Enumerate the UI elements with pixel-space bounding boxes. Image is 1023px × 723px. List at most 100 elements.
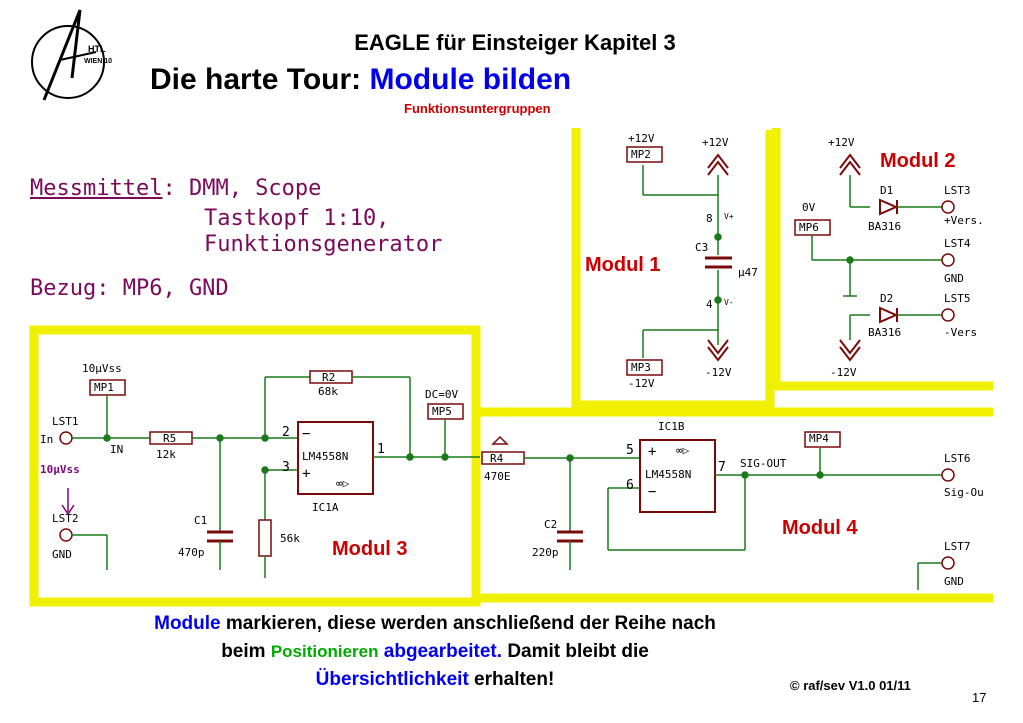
module3-label: Modul 3 xyxy=(332,538,408,560)
footer-line3: Übersichtlichkeit erhalten! xyxy=(40,666,830,694)
subtitle-note: Funktionsuntergruppen xyxy=(404,101,551,116)
lst7-label: LST7 xyxy=(944,540,971,553)
sig-out-label: SIG-OUT xyxy=(740,457,787,470)
ic1a-name: LM4558N xyxy=(302,450,349,463)
pin4-label: 4 xyxy=(706,298,713,311)
footer-note: Module markieren, diese werden anschließ… xyxy=(40,610,830,694)
footer-l2-black-b: Damit bleibt die xyxy=(502,641,649,662)
source-amplitude: 10µVss xyxy=(40,463,80,476)
mp3-voltage: -12V xyxy=(628,377,655,390)
c2-value: 220p xyxy=(532,546,559,559)
subtitle-blue: Module bilden xyxy=(369,63,572,96)
footer-l2-green: Positionieren xyxy=(270,642,379,661)
d2-value: BA316 xyxy=(868,326,902,339)
d1-label: D1 xyxy=(880,184,894,197)
lst3-name: +Vers. xyxy=(944,214,984,227)
lst2-label: LST2 xyxy=(52,512,79,525)
module2-circuit xyxy=(794,153,955,362)
copyright: © raf/sev V1.0 01/11 xyxy=(790,678,911,693)
page-title: EAGLE für Einsteiger Kapitel 3 xyxy=(354,30,676,55)
pin2-label: 2 xyxy=(282,425,290,440)
page-number: 17 xyxy=(972,690,987,705)
logo-text-bottom: WIEN 10 xyxy=(84,58,113,65)
vcc1-label: +12V xyxy=(702,136,729,149)
footer-line2: beim Positionieren abgearbeitet. Damit b… xyxy=(40,638,830,666)
d1-value: BA316 xyxy=(868,220,902,233)
r4-value: 470E xyxy=(484,470,511,483)
lst3-label: LST3 xyxy=(944,184,971,197)
lst1-label: LST1 xyxy=(52,415,79,428)
messmittel-line3: Funktionsgenerator xyxy=(204,232,443,257)
c2-label: C2 xyxy=(544,518,558,531)
ic1a-plus: + xyxy=(302,466,311,482)
mp2-label: MP2 xyxy=(631,148,651,161)
messmittel-note: Messmittel: DMM, Scope xyxy=(30,176,321,202)
dc0v-label: DC=0V xyxy=(425,388,459,401)
lst5-label: LST5 xyxy=(944,292,971,305)
page-subtitle: Die harte Tour: Module bilden xyxy=(150,63,571,97)
r1-value: 56k xyxy=(280,532,300,545)
module3-outline xyxy=(29,325,481,607)
lst7-name: GND xyxy=(944,575,964,588)
htl-logo xyxy=(31,9,105,101)
module3-circuit xyxy=(59,370,480,578)
mp1-label: MP1 xyxy=(94,381,114,394)
lst6-label: LST6 xyxy=(944,452,971,465)
module1-circuit xyxy=(626,146,732,376)
r4-label: R4 xyxy=(490,452,504,465)
ic1b-label: IC1B xyxy=(658,420,685,433)
module4-label: Modul 4 xyxy=(782,517,858,539)
footer-l3-blue: Übersichtlichkeit xyxy=(315,669,469,690)
footer-l2-black-a: beim xyxy=(221,641,271,662)
lst6-name: Sig-Ou xyxy=(944,486,984,499)
r2-value: 68k xyxy=(318,385,338,398)
messmittel-colon: : xyxy=(162,176,176,201)
logo-text-top: HTL xyxy=(88,44,106,54)
module2-outline xyxy=(771,128,993,391)
c1-label: C1 xyxy=(194,514,208,527)
ic1a-minus: − xyxy=(302,426,311,442)
module2-label: Modul 2 xyxy=(880,150,956,172)
pin5-label: 5 xyxy=(626,443,634,458)
mp4-label: MP4 xyxy=(809,432,829,445)
c3-value: µ47 xyxy=(738,266,758,279)
mp1-voltage: 10µVss xyxy=(82,362,122,375)
ic1a-infinity: ∞▷ xyxy=(336,477,350,490)
footer-l3-black: erhalten! xyxy=(468,669,555,690)
module4-circuit xyxy=(481,431,955,590)
footer-l1-black: markieren, diese werden anschließend der… xyxy=(220,613,716,634)
ic1b-minus: − xyxy=(648,484,657,500)
footer-line1: Module markieren, diese werden anschließ… xyxy=(40,610,830,638)
footer-l1-blue: Module xyxy=(154,613,221,634)
pin3-label: 3 xyxy=(282,460,290,475)
vee1-label: -12V xyxy=(705,366,732,379)
bezug-note: Bezug: MP6, GND xyxy=(30,276,229,301)
ic1b-name: LM4558N xyxy=(645,468,692,481)
vplus-label: V+ xyxy=(724,212,734,221)
c3-label: C3 xyxy=(695,241,709,254)
module1-outline xyxy=(571,128,775,410)
messmittel-label: Messmittel xyxy=(30,176,163,201)
messmittel-line2: Tastkopf 1:10, xyxy=(204,206,390,231)
mp5-label: MP5 xyxy=(432,405,452,418)
r2-label: R2 xyxy=(322,371,336,384)
ic1b-plus: + xyxy=(648,444,657,460)
subtitle-black: Die harte Tour: xyxy=(150,63,362,96)
d2-label: D2 xyxy=(880,292,894,305)
in-label: In xyxy=(40,433,54,446)
footer-l2-blue: abgearbeitet. xyxy=(378,641,503,662)
r5-label: R5 xyxy=(163,432,177,445)
mp6-voltage: 0V xyxy=(802,201,816,214)
module-outlines xyxy=(29,128,993,607)
pin7-label: 7 xyxy=(718,460,726,475)
ic1a-label: IC1A xyxy=(312,501,339,514)
vminus-label: V- xyxy=(724,298,734,307)
mp6-label: MP6 xyxy=(799,221,819,234)
messmittel-line1: DMM, Scope xyxy=(188,176,322,201)
module1-label: Modul 1 xyxy=(585,254,661,276)
lst4-name: GND xyxy=(944,272,964,285)
mp2-voltage: +12V xyxy=(628,132,655,145)
ic1b-infinity: ∞▷ xyxy=(676,444,690,457)
mod2-vcc-label: +12V xyxy=(828,136,855,149)
